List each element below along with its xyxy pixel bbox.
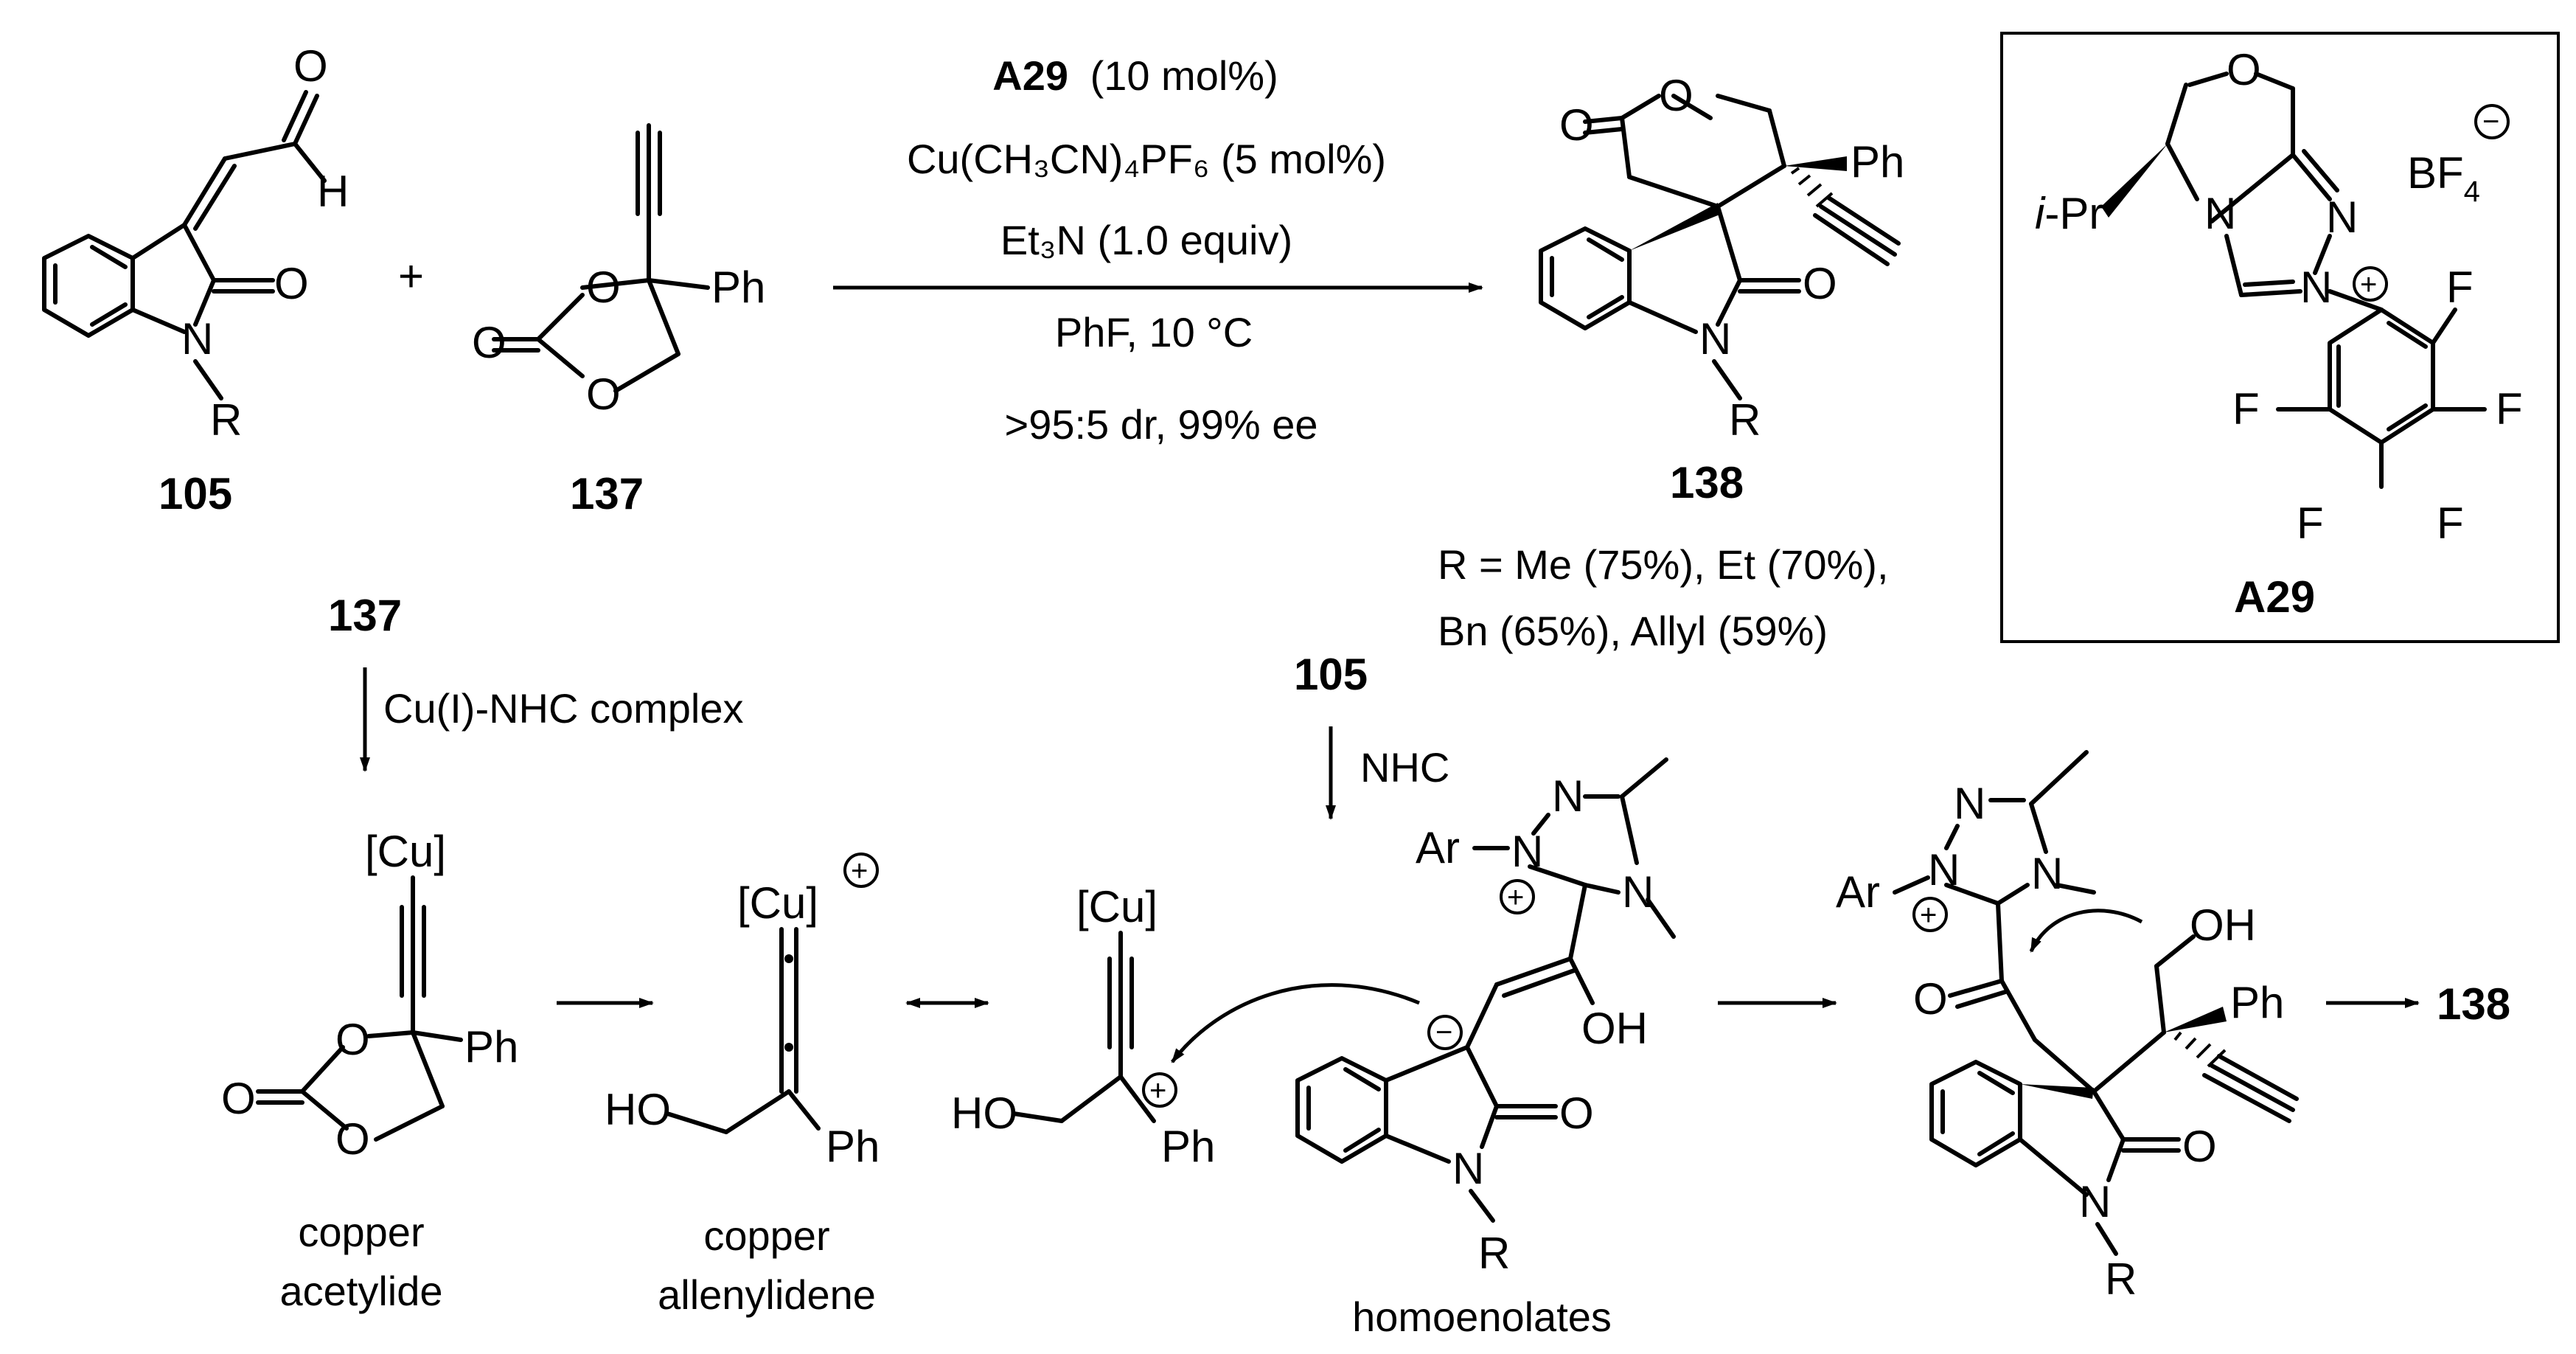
- compound-label-138: 138: [1670, 458, 1744, 507]
- atom-r: R: [1478, 1229, 1510, 1278]
- atom-o: O: [2227, 45, 2261, 94]
- plus-charge: +: [1149, 1074, 1166, 1107]
- atom-n: N: [1699, 314, 1731, 364]
- atom-ph: Ph: [464, 1022, 518, 1072]
- atom-r: R: [210, 395, 242, 445]
- plus-charge: +: [851, 855, 868, 887]
- mech-start-label-105: 105: [1294, 650, 1368, 699]
- allenylidene-name-1: copper: [703, 1212, 829, 1259]
- propargylic-cation: [Cu] HO + Ph: [951, 882, 1215, 1171]
- copper-allenylidene: [Cu] + HO Ph copper allenylidene: [605, 853, 880, 1318]
- atom-cu: [Cu]: [1076, 882, 1158, 931]
- compound-137: O O O Ph 137: [472, 123, 765, 518]
- reaction-conditions: A29 (10 mol%) Cu(CH₃CN)₄PF₆ (5 mol%) Et₃…: [907, 52, 1386, 448]
- acetylide-name-1: copper: [298, 1209, 424, 1255]
- base-condition: Et₃N (1.0 equiv): [1000, 217, 1292, 263]
- solvent-temperature: PhF, 10 °C: [1055, 309, 1253, 355]
- atom-r: R: [1729, 395, 1761, 445]
- compound-label-137: 137: [570, 469, 644, 518]
- copper-source: Cu(CH₃CN)₄PF₆ (5 mol%): [907, 136, 1386, 182]
- atom-o: O: [221, 1074, 256, 1123]
- atom-o: O: [1559, 1089, 1594, 1138]
- product-yields-line1: R = Me (75%), Et (70%),: [1438, 541, 1889, 588]
- copper-acetylide: [Cu] O O O Ph copper acetylide: [221, 827, 518, 1314]
- atom-o: O: [1803, 259, 1837, 308]
- atom-n: N: [1452, 1144, 1484, 1193]
- catalyst-a29-box: i-Pr O N N N + BF4 − F F F F F A29: [2000, 32, 2560, 643]
- step2-reagent: NHC: [1360, 744, 1449, 791]
- atom-f: F: [2446, 263, 2474, 312]
- atom-h: H: [317, 167, 349, 216]
- atom-n: N: [2300, 263, 2332, 312]
- selectivity: >95:5 dr, 99% ee: [1004, 401, 1317, 448]
- atom-n: N: [2079, 1177, 2111, 1226]
- atom-n: N: [2031, 849, 2063, 898]
- atom-o: O: [335, 1114, 370, 1164]
- atom-oh: OH: [2190, 900, 2256, 950]
- atom-n: N: [1552, 771, 1584, 821]
- atom-f: F: [2232, 384, 2260, 434]
- atom-o: O: [335, 1015, 370, 1064]
- atom-ipr: i-Pr: [2035, 189, 2103, 238]
- atom-ph: Ph: [1161, 1122, 1215, 1171]
- plus-charge: +: [2360, 268, 2377, 301]
- atom-o: O: [274, 259, 309, 308]
- atom-o: O: [472, 318, 507, 367]
- final-product-label-138: 138: [2437, 979, 2510, 1029]
- catalyst-label-a29: A29: [2234, 572, 2315, 622]
- atom-n: N: [2326, 192, 2358, 242]
- atom-o: O: [2182, 1122, 2217, 1171]
- atom-f: F: [2437, 499, 2464, 548]
- homoenolate: Ar N N N + OH − O N R homoenol: [1295, 757, 1676, 1340]
- compound-label-105: 105: [159, 469, 232, 518]
- minus-charge: −: [2482, 105, 2499, 138]
- catalyst-ref: A29: [992, 52, 1068, 99]
- atom-o: O: [586, 263, 621, 312]
- allenylidene-name-2: allenylidene: [658, 1271, 876, 1318]
- atom-n: N: [1954, 779, 1985, 828]
- atom-f: F: [2496, 384, 2523, 434]
- atom-cu: [Cu]: [737, 878, 818, 928]
- curved-arrow-attack-1: [1171, 983, 1420, 1063]
- atom-o: O: [1659, 71, 1693, 120]
- atom-ar: Ar: [1416, 823, 1460, 872]
- counterion: BF4: [2407, 148, 2480, 208]
- plus-sign: +: [398, 251, 424, 301]
- atom-ph: Ph: [826, 1122, 880, 1171]
- svg-text:A29 (10 mol%): A29 (10 mol%): [992, 52, 1278, 99]
- atom-ho: HO: [605, 1085, 671, 1134]
- atom-o: O: [586, 369, 621, 419]
- product-yields-line2: Bn (65%), Allyl (59%): [1438, 608, 1828, 654]
- atom-f: F: [2297, 499, 2324, 548]
- atom-cu: [Cu]: [365, 827, 446, 876]
- plus-charge: +: [1507, 881, 1524, 914]
- acetylide-name-2: acetylide: [279, 1268, 442, 1314]
- atom-ar: Ar: [1836, 867, 1880, 917]
- atom-r: R: [2105, 1254, 2137, 1304]
- compound-105: O H O N R 105: [42, 41, 349, 518]
- atom-ph: Ph: [711, 263, 765, 312]
- atom-oh: OH: [1581, 1004, 1648, 1053]
- compound-138: O O Ph O N R 138 R = Me (75%), Et (70%),…: [1438, 71, 1904, 654]
- plus-charge: +: [1920, 899, 1937, 931]
- curved-arrow-attack-2: [2029, 909, 2143, 953]
- atom-n: N: [181, 314, 213, 364]
- atom-ho: HO: [951, 1089, 1017, 1138]
- atom-ph: Ph: [2230, 978, 2284, 1027]
- atom-n: N: [2204, 189, 2236, 238]
- homoenolate-name: homoenolates: [1352, 1294, 1612, 1340]
- mech-start-label-137: 137: [328, 591, 402, 640]
- minus-charge: −: [1435, 1016, 1452, 1049]
- atom-o: O: [1913, 974, 1948, 1024]
- atom-o: O: [1559, 100, 1594, 150]
- catalyst-loading: (10 mol%): [1090, 52, 1278, 99]
- atom-ph: Ph: [1851, 137, 1904, 187]
- atom-n: N: [1622, 867, 1654, 917]
- step1-reagent: Cu(I)-NHC complex: [383, 685, 744, 732]
- atom-o: O: [293, 41, 328, 91]
- adduct-intermediate: Ar N N N + O OH Ph: [1836, 750, 2299, 1304]
